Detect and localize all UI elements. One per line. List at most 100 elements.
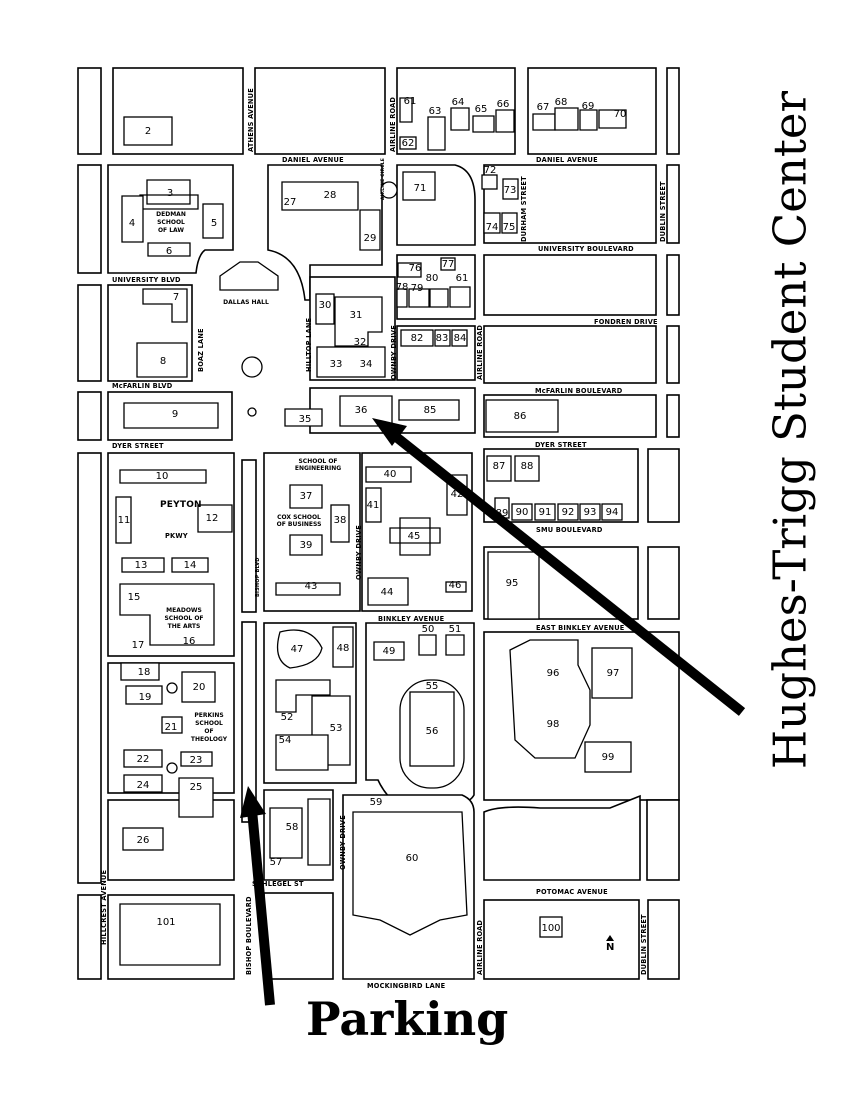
building-74: 74	[486, 222, 499, 233]
building-90: 90	[516, 507, 529, 518]
parking-label: Parking	[306, 992, 509, 1046]
building-6: 6	[166, 246, 172, 257]
building-101: 101	[156, 917, 175, 928]
building-15: 15	[128, 592, 141, 603]
hughes-trigg-arrow	[386, 428, 746, 716]
building-89: 89	[496, 508, 509, 519]
building-20: 20	[193, 682, 206, 693]
building-26: 26	[137, 835, 150, 846]
building-27: 27	[284, 197, 297, 208]
street-hillcrest: HILLCREST AVENUE	[100, 870, 108, 945]
building-45: 45	[408, 531, 421, 542]
building-77: 77	[442, 259, 455, 270]
building-65: 65	[475, 104, 488, 115]
street-schlegel: SCHLEGEL ST	[252, 880, 304, 888]
building-52: 52	[281, 712, 294, 723]
street-airline-low: AIRLINE ROAD	[476, 920, 484, 975]
building-40: 40	[384, 469, 397, 480]
caption-perkins-3: OF	[204, 728, 213, 735]
building-53: 53	[330, 723, 343, 734]
building-75: 75	[503, 222, 516, 233]
building-11: 11	[118, 515, 131, 526]
building-71: 71	[414, 183, 427, 194]
building-42: 42	[451, 489, 464, 500]
caption-perkins-4: THEOLOGY	[191, 736, 228, 743]
building-57: 57	[270, 857, 283, 868]
building-34: 34	[360, 359, 373, 370]
building-10: 10	[156, 471, 169, 482]
building-85: 85	[424, 405, 437, 416]
caption-engineering-1: SCHOOL OF	[298, 458, 337, 465]
building-2: 2	[145, 126, 151, 137]
building-28: 28	[324, 190, 337, 201]
building-100: 100	[541, 923, 560, 934]
building-62: 62	[402, 138, 415, 149]
building-31: 31	[350, 310, 363, 321]
street-ownby-mid: OWNBY DRIVE	[355, 525, 363, 580]
building-50: 50	[422, 624, 435, 635]
caption-engineering-2: ENGINEERING	[295, 465, 341, 472]
caption-meadows-2: SCHOOL OF	[164, 615, 203, 622]
street-mcfarlin-west: McFARLIN BLVD	[112, 382, 173, 390]
caption-dedman-2: SCHOOL	[157, 219, 185, 226]
building-94: 94	[606, 507, 619, 518]
street-daniel-east: DANIEL AVENUE	[536, 156, 598, 164]
building-59: 59	[370, 797, 383, 808]
building-97: 97	[607, 668, 620, 679]
caption-dedman-1: DEDMAN	[156, 211, 186, 218]
street-mcfarlin-east: McFARLIN BOULEVARD	[535, 387, 623, 395]
hughes-trigg-arrowhead-icon	[372, 418, 407, 446]
building-91: 91	[539, 507, 552, 518]
caption-dallas-hall: DALLAS HALL	[223, 299, 269, 306]
building-35: 35	[299, 414, 312, 425]
building-41: 41	[367, 500, 380, 511]
street-airline-circle: AIRLINE CIRCLE	[380, 158, 386, 200]
building-30: 30	[319, 300, 332, 311]
parking-arrow	[247, 809, 275, 1006]
building-99: 99	[602, 752, 615, 763]
building-54: 54	[279, 735, 292, 746]
building-4: 4	[129, 218, 135, 229]
building-32: 32	[354, 337, 367, 348]
buildings	[115, 97, 633, 966]
caption-cox-1: COX SCHOOL	[277, 514, 321, 521]
building-21: 21	[165, 722, 178, 733]
street-ownby-low: OWNBY DRIVE	[339, 815, 347, 870]
building-95: 95	[506, 578, 519, 589]
building-7: 7	[173, 292, 179, 303]
building-63: 63	[429, 106, 442, 117]
building-44: 44	[381, 587, 394, 598]
building-numbers: 2 3 4 5 6 7 8 9 27 28 29 30 31 32 33 34 …	[118, 96, 627, 934]
street-pkwy: PKWY	[165, 532, 188, 540]
building-61: 61	[404, 96, 417, 107]
building-64: 64	[452, 97, 465, 108]
building-70: 70	[614, 109, 627, 120]
building-16: 16	[183, 636, 196, 647]
building-51: 51	[449, 624, 462, 635]
building-46: 46	[449, 580, 462, 591]
building-38: 38	[334, 515, 347, 526]
building-8: 8	[160, 356, 166, 367]
street-peyton: PEYTON	[160, 500, 202, 510]
building-55: 55	[426, 681, 439, 692]
building-49: 49	[383, 646, 396, 657]
caption-dedman-3: OF LAW	[158, 227, 184, 234]
street-ownby-top: OWNBY DRIVE	[390, 325, 398, 380]
building-92: 92	[562, 507, 575, 518]
building-13: 13	[135, 560, 148, 571]
hughes-trigg-title: Hughes-Trigg Student Center	[763, 90, 817, 770]
street-bishop-low: BISHOP BOULEVARD	[245, 896, 253, 975]
building-43: 43	[305, 581, 318, 592]
building-83: 83	[436, 333, 449, 344]
building-61-b: 61	[456, 273, 469, 284]
caption-perkins-2: SCHOOL	[195, 720, 223, 727]
street-university-blvd-west: UNIVERSITY BLVD	[112, 276, 181, 284]
building-93: 93	[584, 507, 597, 518]
building-78: 78	[396, 282, 409, 293]
street-dublin-low: DUBLIN STREET	[640, 914, 648, 975]
building-87: 87	[493, 461, 506, 472]
building-73: 73	[504, 185, 517, 196]
street-dyer-west: DYER STREET	[112, 442, 164, 450]
building-84: 84	[454, 333, 467, 344]
